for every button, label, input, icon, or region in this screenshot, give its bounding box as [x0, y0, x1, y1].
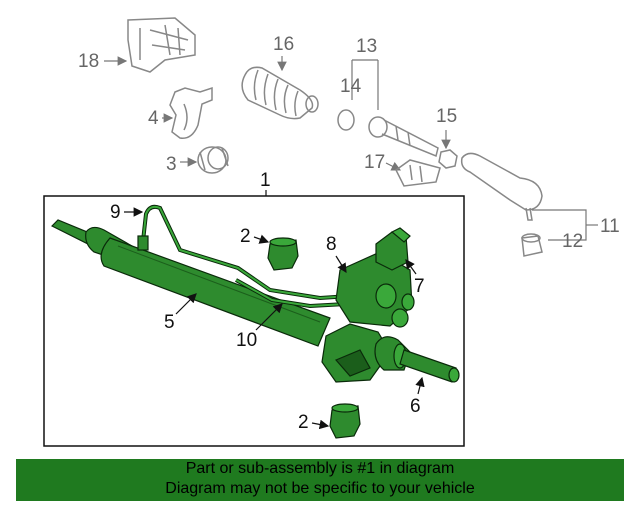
callout-9: 9	[110, 202, 121, 223]
assembly-1-frame	[43, 195, 465, 447]
callout-2-upper-leader	[253, 234, 270, 244]
callout-8-leader	[335, 255, 347, 274]
notice-line-1: Part or sub-assembly is #1 in diagram	[185, 460, 455, 477]
notice-line-2: Diagram may not be specific to your vehi…	[165, 480, 475, 497]
part-14-ring	[337, 109, 355, 131]
callout-10-leader	[255, 303, 283, 331]
callout-5-leader	[175, 293, 197, 315]
callout-8: 8	[326, 234, 337, 255]
callout-2-lower-leader	[311, 419, 330, 430]
callout-7-leader	[405, 259, 417, 275]
callout-5: 5	[164, 312, 175, 333]
callout-3: 3	[166, 154, 177, 175]
callout-2-lower: 2	[298, 412, 309, 433]
part-16-boot	[241, 66, 319, 120]
callout-7: 7	[414, 276, 425, 297]
callout-12: 12	[562, 231, 583, 252]
callout-13-bracket	[351, 59, 379, 110]
part-3-bushing	[197, 146, 229, 174]
callout-15: 15	[436, 106, 457, 127]
part-2-bushing-upper	[267, 237, 299, 271]
callout-18: 18	[78, 51, 99, 72]
part-2-bushing-lower	[329, 403, 361, 439]
part-11-tie-rod-end	[460, 152, 543, 221]
callout-6-leader	[415, 376, 425, 395]
callout-4: 4	[148, 108, 159, 129]
callout-17: 17	[364, 152, 385, 173]
callout-14: 14	[340, 76, 362, 97]
callout-13: 13	[356, 36, 377, 57]
callout-16: 16	[273, 34, 294, 55]
part-steering-rack	[50, 204, 460, 383]
callout-1: 1	[260, 170, 271, 191]
part-18-bracket	[127, 17, 196, 73]
callout-2-upper: 2	[240, 226, 251, 247]
callout-6: 6	[410, 396, 421, 417]
part-15-nut	[438, 149, 458, 169]
part-13-tie-rod	[368, 116, 439, 158]
callout-10: 10	[236, 330, 257, 351]
callout-11: 11	[600, 216, 620, 237]
part-4-bracket	[169, 86, 213, 139]
notice-banner: Part or sub-assembly is #1 in diagram Di…	[16, 459, 624, 501]
part-12-boot	[521, 233, 543, 257]
part-17-shield	[395, 159, 441, 187]
